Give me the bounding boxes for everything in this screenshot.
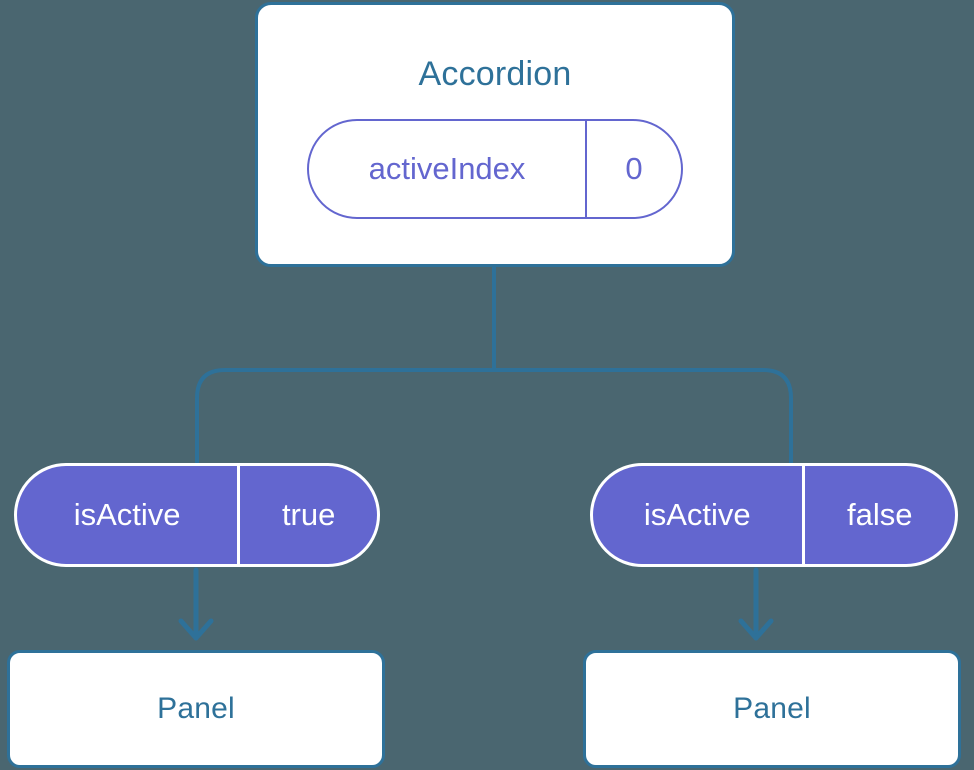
state-pill-active-index[interactable]: activeIndex 0 (307, 119, 683, 219)
prop-pill-is-active-true[interactable]: isActive true (14, 463, 380, 567)
panel-component-card-right[interactable]: Panel (583, 650, 961, 768)
prop-pill-is-active-true-value: true (281, 497, 336, 532)
accordion-component-label: Accordion (418, 55, 572, 93)
prop-pill-is-active-false-key: isActive (593, 466, 805, 564)
state-pill-active-index-key: activeIndex (309, 121, 588, 217)
connector-arrow-left-head (178, 618, 214, 641)
connector-branch-bar (195, 368, 793, 467)
state-pill-active-index-value: 0 (625, 151, 643, 186)
prop-pill-is-active-false-value: false (847, 497, 913, 532)
prop-pill-is-active-true-key: isActive (17, 466, 241, 564)
connector-arrow-right-head (738, 618, 774, 641)
panel-component-label-left: Panel (157, 692, 235, 725)
prop-pill-is-active-false[interactable]: isActive false (590, 463, 958, 567)
panel-component-card-left[interactable]: Panel (7, 650, 385, 768)
panel-component-label-right: Panel (733, 692, 811, 725)
